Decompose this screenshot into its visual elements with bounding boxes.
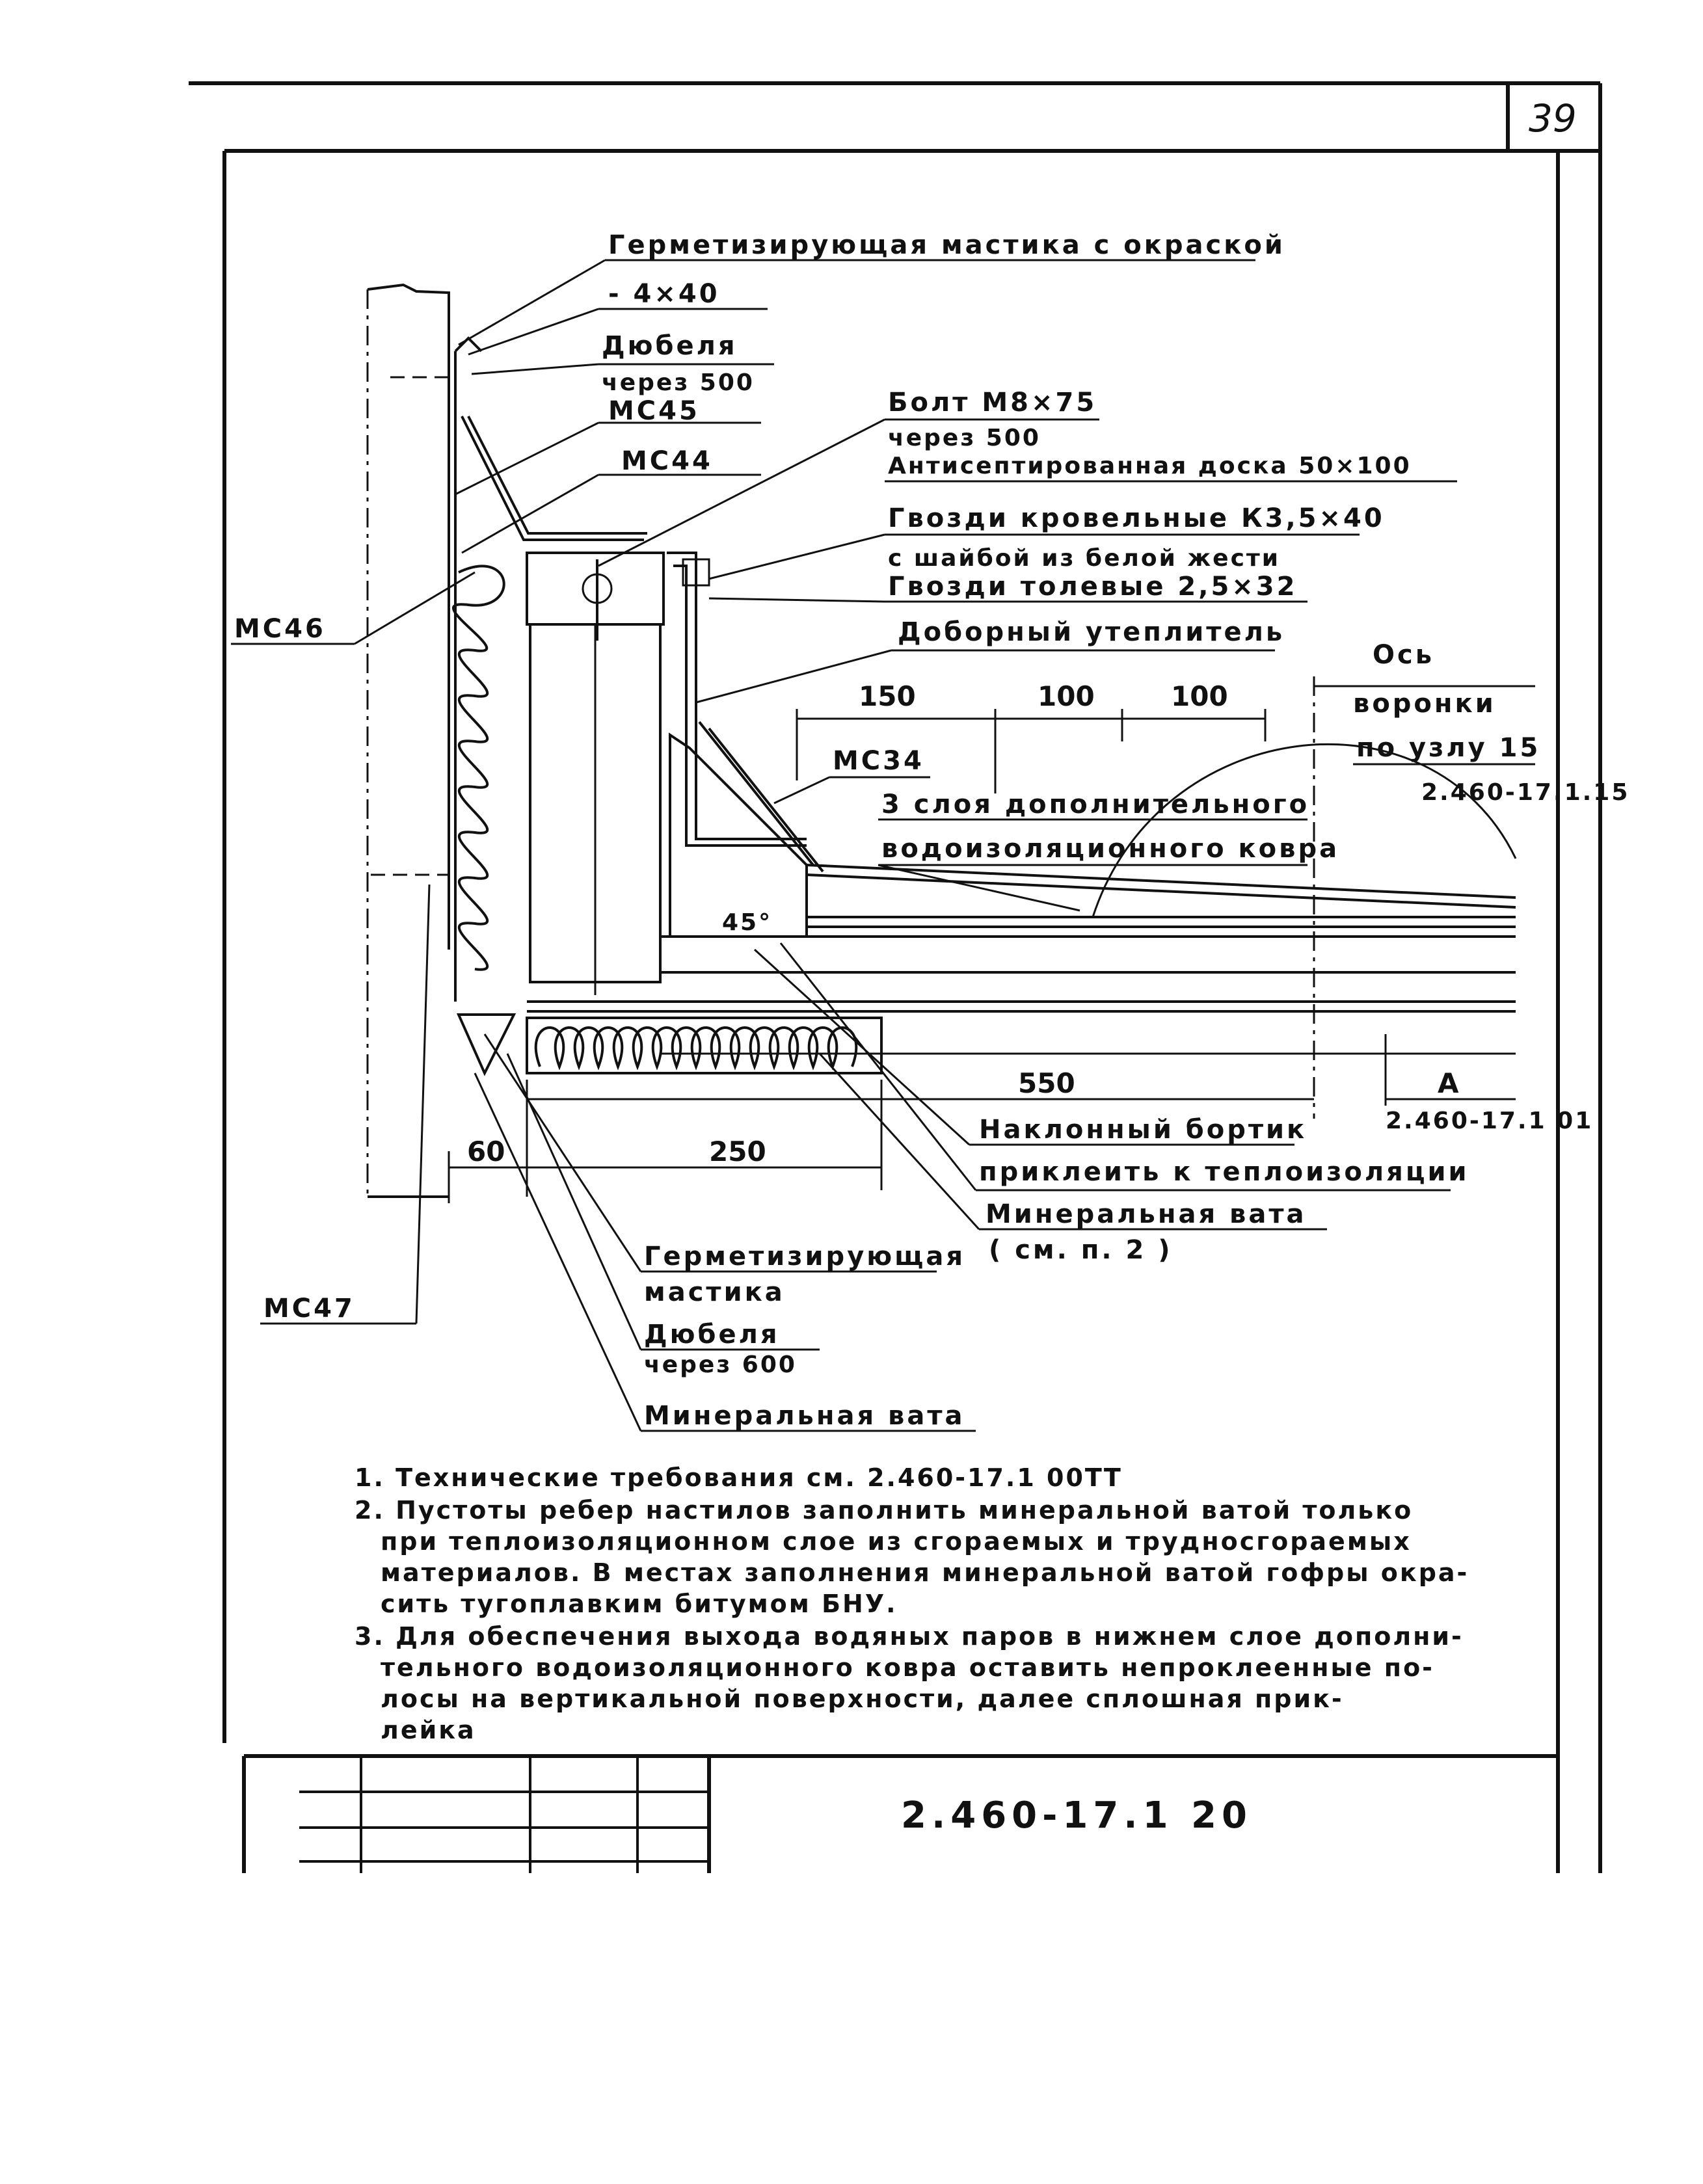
note-line: 2. Пустоты ребер настилов заполнить мине…	[355, 1496, 1413, 1525]
label-mc45: МС45	[608, 396, 700, 426]
label-roof-nails: Гвозди кровельные К3,5×40	[888, 503, 1385, 533]
label-axis: Ось	[1373, 640, 1434, 670]
label-waterproof-carpet: водоизоляционного ковра	[881, 834, 1339, 864]
label-glue-insulation: приклеить к теплоизоляции	[979, 1157, 1469, 1187]
page-number: 39	[1529, 96, 1577, 140]
leader-lines	[231, 259, 1535, 1432]
label-mineral-wool-b: Минеральная вата	[644, 1401, 965, 1431]
label-sloped-curb: Наклонный бортик	[979, 1115, 1307, 1145]
parapet-wall	[366, 283, 483, 1198]
label-washer: с шайбой из белой жести	[888, 545, 1280, 572]
roof-layers	[527, 864, 1516, 1055]
label-mc46: МС46	[234, 614, 326, 644]
sheet-frame	[189, 81, 1602, 1873]
label-mc34: МС34	[833, 746, 924, 776]
note-line: лейка	[381, 1716, 476, 1744]
note-line: тельного водоизоляционного ковра оставит…	[381, 1653, 1434, 1682]
label-mc44: МС44	[621, 446, 713, 476]
label-strip: - 4×40	[608, 279, 720, 309]
label-see-p2: ( см. п. 2 )	[989, 1235, 1173, 1265]
funnel-axis	[1092, 676, 1517, 1119]
note-line: материалов. В местах заполнения минераль…	[381, 1558, 1469, 1587]
label-extra-insulation: Доборный утеплитель	[898, 617, 1285, 647]
flashing	[461, 416, 647, 541]
dim-150: 150	[859, 680, 916, 712]
mineral-wool-horizontal	[526, 1017, 883, 1074]
extra-insulation	[669, 721, 824, 938]
label-sealing-mastic-paint: Герметизирующая мастика с окраской	[608, 230, 1285, 260]
label-dowels: Дюбеля	[602, 331, 738, 361]
label-every-500-b: через 500	[888, 425, 1041, 451]
note-line: сить тугоплавким битумом БНУ.	[381, 1590, 898, 1618]
label-sealing-mastic: Герметизирующая	[644, 1242, 965, 1272]
note-line: при теплоизоляционном слое из сгораемых …	[381, 1527, 1412, 1556]
note-line: лосы на вертикальной поверхности, далее …	[381, 1685, 1344, 1713]
label-every-500: через 500	[602, 369, 755, 396]
dim-100-a: 100	[1038, 680, 1095, 712]
label-node: по узлу 15	[1356, 733, 1540, 763]
label-every-600: через 600	[644, 1352, 797, 1378]
note-line: 3. Для обеспечения выхода водяных паров …	[355, 1622, 1464, 1651]
label-board: Антисептированная доска 50×100	[888, 453, 1412, 479]
mineral-wool-vertical	[452, 565, 516, 1076]
label-dowels-b: Дюбеля	[644, 1320, 780, 1350]
dim-250: 250	[709, 1136, 766, 1167]
board-assembly	[526, 552, 807, 995]
drawing-code: 2.460-17.1 20	[901, 1794, 1252, 1837]
dim-60: 60	[467, 1136, 505, 1167]
dim-100-b: 100	[1171, 680, 1228, 712]
notes: 1. Технические требования см. 2.460-17.1…	[355, 1463, 1469, 1744]
label-mineral-wool: Минеральная вата	[986, 1199, 1307, 1229]
note-line: 1. Технические требования см. 2.460-17.1…	[355, 1463, 1123, 1492]
a-mark: А	[1438, 1067, 1459, 1099]
label-mc47: МС47	[263, 1294, 355, 1324]
label-bolt: Болт М8×75	[888, 388, 1097, 418]
label-tar-nails: Гвозди толевые 2,5×32	[888, 572, 1297, 602]
label-mastic: мастика	[644, 1277, 785, 1307]
a-reference: 2.460-17.1 01	[1386, 1108, 1593, 1134]
label-node-ref: 2.460-17.1.15	[1421, 779, 1629, 806]
slope-angle: 45°	[722, 909, 772, 936]
dim-550: 550	[1018, 1067, 1075, 1099]
title-block	[242, 1754, 1558, 1873]
label-three-layers: 3 слоя дополнительного	[881, 790, 1309, 819]
label-funnel: воронки	[1353, 689, 1496, 719]
